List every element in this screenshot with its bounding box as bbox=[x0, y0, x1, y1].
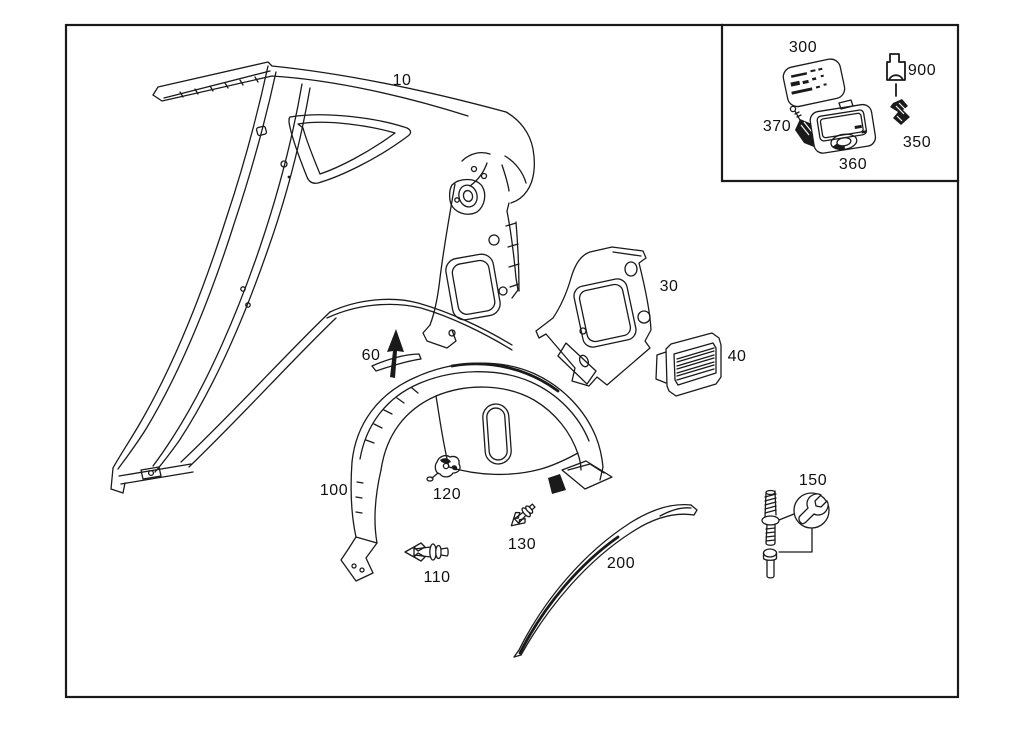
part-110-rivet-drawing bbox=[404, 542, 449, 562]
part-100-wheel-arch-liner-drawing bbox=[340, 362, 613, 582]
callout-900[interactable]: 900 bbox=[908, 62, 936, 79]
part-120-clip-drawing bbox=[426, 455, 461, 482]
part-10-quarter-panel-drawing bbox=[110, 61, 535, 494]
part-30-inner-panel-drawing bbox=[535, 246, 652, 387]
callout-100[interactable]: 100 bbox=[320, 482, 348, 499]
callout-30[interactable]: 30 bbox=[660, 278, 679, 295]
part-60-wedge-drawing bbox=[371, 329, 422, 378]
part-300-label-sticker-drawing bbox=[782, 58, 846, 108]
callout-40[interactable]: 40 bbox=[728, 348, 747, 365]
callout-130[interactable]: 130 bbox=[508, 536, 536, 553]
callout-110[interactable]: 110 bbox=[423, 569, 450, 586]
arrow-up-icon bbox=[387, 329, 404, 378]
part-150-fasteners-drawing bbox=[761, 489, 830, 579]
callout-350[interactable]: 350 bbox=[903, 134, 931, 151]
inset-group bbox=[782, 53, 910, 154]
inset-box-border bbox=[720, 23, 960, 183]
part-370-pin-drawing bbox=[789, 105, 802, 123]
part-350-spring-nut-drawing bbox=[890, 99, 910, 125]
diagram-border bbox=[64, 23, 960, 699]
leader-lines bbox=[778, 513, 813, 553]
callout-360[interactable]: 360 bbox=[839, 156, 867, 173]
callout-300[interactable]: 300 bbox=[789, 39, 817, 56]
wrench-icon bbox=[798, 493, 829, 525]
part-900-clip-drawing bbox=[886, 53, 906, 97]
part-130-rivet-drawing bbox=[510, 503, 536, 527]
callout-150[interactable]: 150 bbox=[799, 472, 827, 489]
callout-200[interactable]: 200 bbox=[607, 555, 635, 572]
callout-60[interactable]: 60 bbox=[362, 347, 381, 364]
callout-labels: 10 30 40 60 100 110 120 130 150 200 300 … bbox=[320, 39, 936, 586]
callout-10[interactable]: 10 bbox=[393, 72, 412, 89]
callout-120[interactable]: 120 bbox=[433, 486, 461, 503]
callout-370[interactable]: 370 bbox=[763, 118, 791, 135]
part-40-vent-grille-drawing bbox=[655, 332, 722, 397]
part-360-fuel-flap-drawing bbox=[795, 99, 877, 154]
part-200-arch-trim-drawing bbox=[513, 503, 698, 658]
